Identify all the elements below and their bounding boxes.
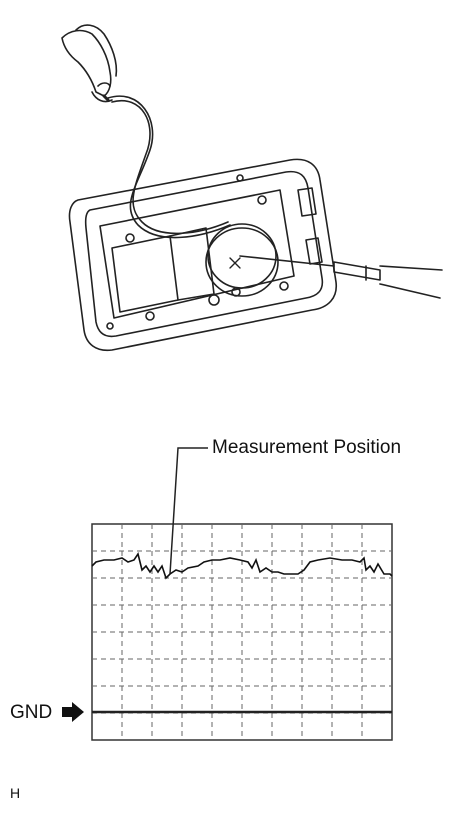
callout-leader-line — [169, 447, 208, 575]
coin-battery-icon — [205, 223, 279, 297]
oscilloscope-screen — [62, 447, 393, 741]
waveform-trace — [91, 552, 393, 580]
measurement-position-label: Measurement Position — [212, 437, 402, 458]
figure-code: H — [10, 785, 21, 801]
probe-icon — [239, 255, 443, 299]
arrow-right-icon — [62, 702, 84, 722]
key-fob-illustration — [61, 24, 443, 352]
key-fob-board-icon — [68, 158, 337, 352]
gnd-label: GND — [10, 702, 53, 723]
hand-holding-probe-icon — [61, 24, 118, 103]
